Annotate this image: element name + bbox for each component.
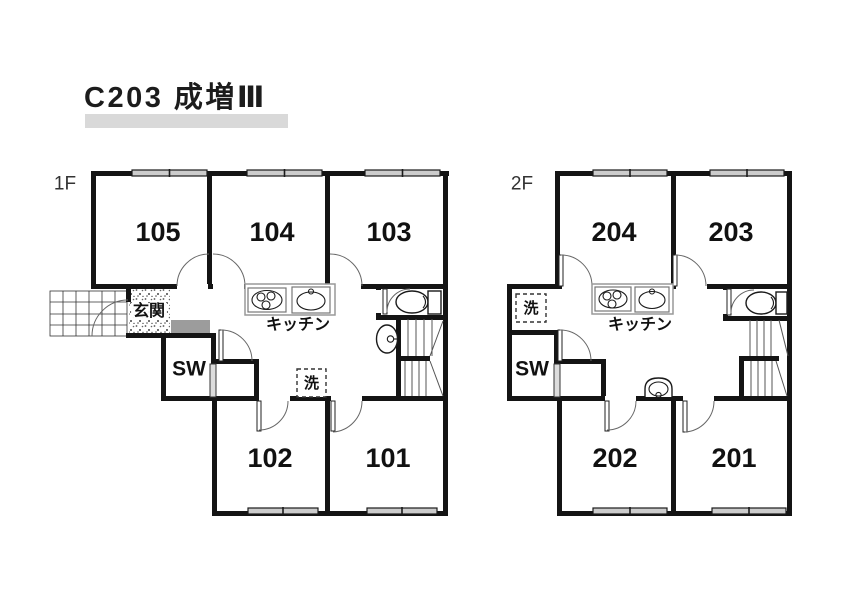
entrance-tiles bbox=[49, 290, 128, 337]
title-underline-bar bbox=[85, 114, 288, 128]
entrance-label: 玄関 bbox=[133, 301, 165, 320]
kitchen-counter bbox=[244, 283, 336, 316]
stove-icon bbox=[247, 287, 287, 313]
door-arc bbox=[674, 254, 707, 287]
kitchen-label: キッチン bbox=[266, 317, 330, 334]
sink-icon bbox=[291, 286, 331, 314]
door-leaf bbox=[330, 400, 336, 432]
window bbox=[711, 507, 787, 515]
laundry-box bbox=[296, 368, 327, 398]
door-arc bbox=[176, 253, 210, 287]
window bbox=[247, 507, 319, 515]
door-arc bbox=[559, 329, 592, 362]
toilet-2f bbox=[726, 288, 788, 316]
door-arc bbox=[606, 400, 637, 431]
room-number-202: 202 bbox=[592, 443, 637, 473]
door-arc bbox=[386, 288, 411, 313]
washbasin-icon bbox=[375, 324, 399, 354]
entrance-door-arc bbox=[91, 299, 129, 337]
sliding-door-leaf bbox=[209, 363, 217, 398]
floor-plan-2f: 2F bbox=[507, 169, 792, 516]
door-arc bbox=[730, 289, 755, 314]
label-bg bbox=[131, 303, 167, 320]
window bbox=[366, 507, 438, 515]
room-number-103: 103 bbox=[366, 217, 411, 247]
door-arc bbox=[212, 253, 246, 287]
door-arc bbox=[332, 400, 363, 433]
door-leaf bbox=[256, 400, 262, 432]
room-number-105: 105 bbox=[135, 217, 180, 247]
washbasin-icon bbox=[644, 377, 673, 399]
page-title: C203 成増Ⅲ bbox=[84, 82, 267, 114]
door-leaf bbox=[604, 400, 610, 432]
toilet-icon bbox=[395, 290, 442, 315]
door-arc bbox=[258, 400, 289, 431]
window bbox=[592, 507, 668, 515]
floor-plan-1f: 1F bbox=[49, 169, 449, 516]
room-number-204: 204 bbox=[591, 217, 636, 247]
room-number-101: 101 bbox=[365, 443, 410, 473]
laundry-box bbox=[515, 293, 547, 323]
sink-icon bbox=[634, 286, 670, 313]
entrance-step-mat bbox=[171, 320, 210, 333]
toilet-1f bbox=[382, 288, 442, 315]
stove-icon bbox=[594, 286, 632, 312]
door-arc bbox=[560, 254, 593, 287]
kitchen-label: キッチン bbox=[608, 317, 672, 334]
door-arc bbox=[684, 400, 715, 433]
door-arc bbox=[329, 253, 363, 287]
room-number-104: 104 bbox=[249, 217, 294, 247]
stairs-2f bbox=[749, 319, 789, 397]
toilet-icon bbox=[745, 291, 788, 315]
laundry-label: 洗 bbox=[523, 299, 538, 317]
door-leaf bbox=[726, 288, 732, 316]
window bbox=[592, 169, 668, 177]
window bbox=[364, 169, 441, 177]
door-leaf bbox=[682, 400, 688, 433]
door-leaf bbox=[558, 254, 564, 287]
floor-label-2f: 2F bbox=[511, 174, 533, 195]
window bbox=[709, 169, 785, 177]
window bbox=[246, 169, 323, 177]
sliding-door-leaf bbox=[553, 363, 561, 398]
storage-label: SW bbox=[515, 358, 549, 381]
window bbox=[131, 169, 208, 177]
room-number-102: 102 bbox=[247, 443, 292, 473]
door-leaf bbox=[382, 288, 388, 315]
room-number-203: 203 bbox=[708, 217, 753, 247]
door-openings-1f bbox=[177, 284, 381, 401]
door-leaf bbox=[218, 329, 224, 362]
laundry-label: 洗 bbox=[304, 374, 319, 392]
floor-label-1f: 1F bbox=[54, 174, 76, 195]
door-leaf bbox=[672, 254, 678, 287]
door-openings-2f bbox=[562, 284, 728, 401]
room-number-201: 201 bbox=[711, 443, 756, 473]
storage-label: SW bbox=[172, 358, 206, 381]
door-leaf bbox=[557, 329, 563, 362]
kitchen-counter bbox=[591, 283, 674, 315]
stairs-1f bbox=[404, 319, 444, 397]
door-arc bbox=[220, 329, 253, 362]
